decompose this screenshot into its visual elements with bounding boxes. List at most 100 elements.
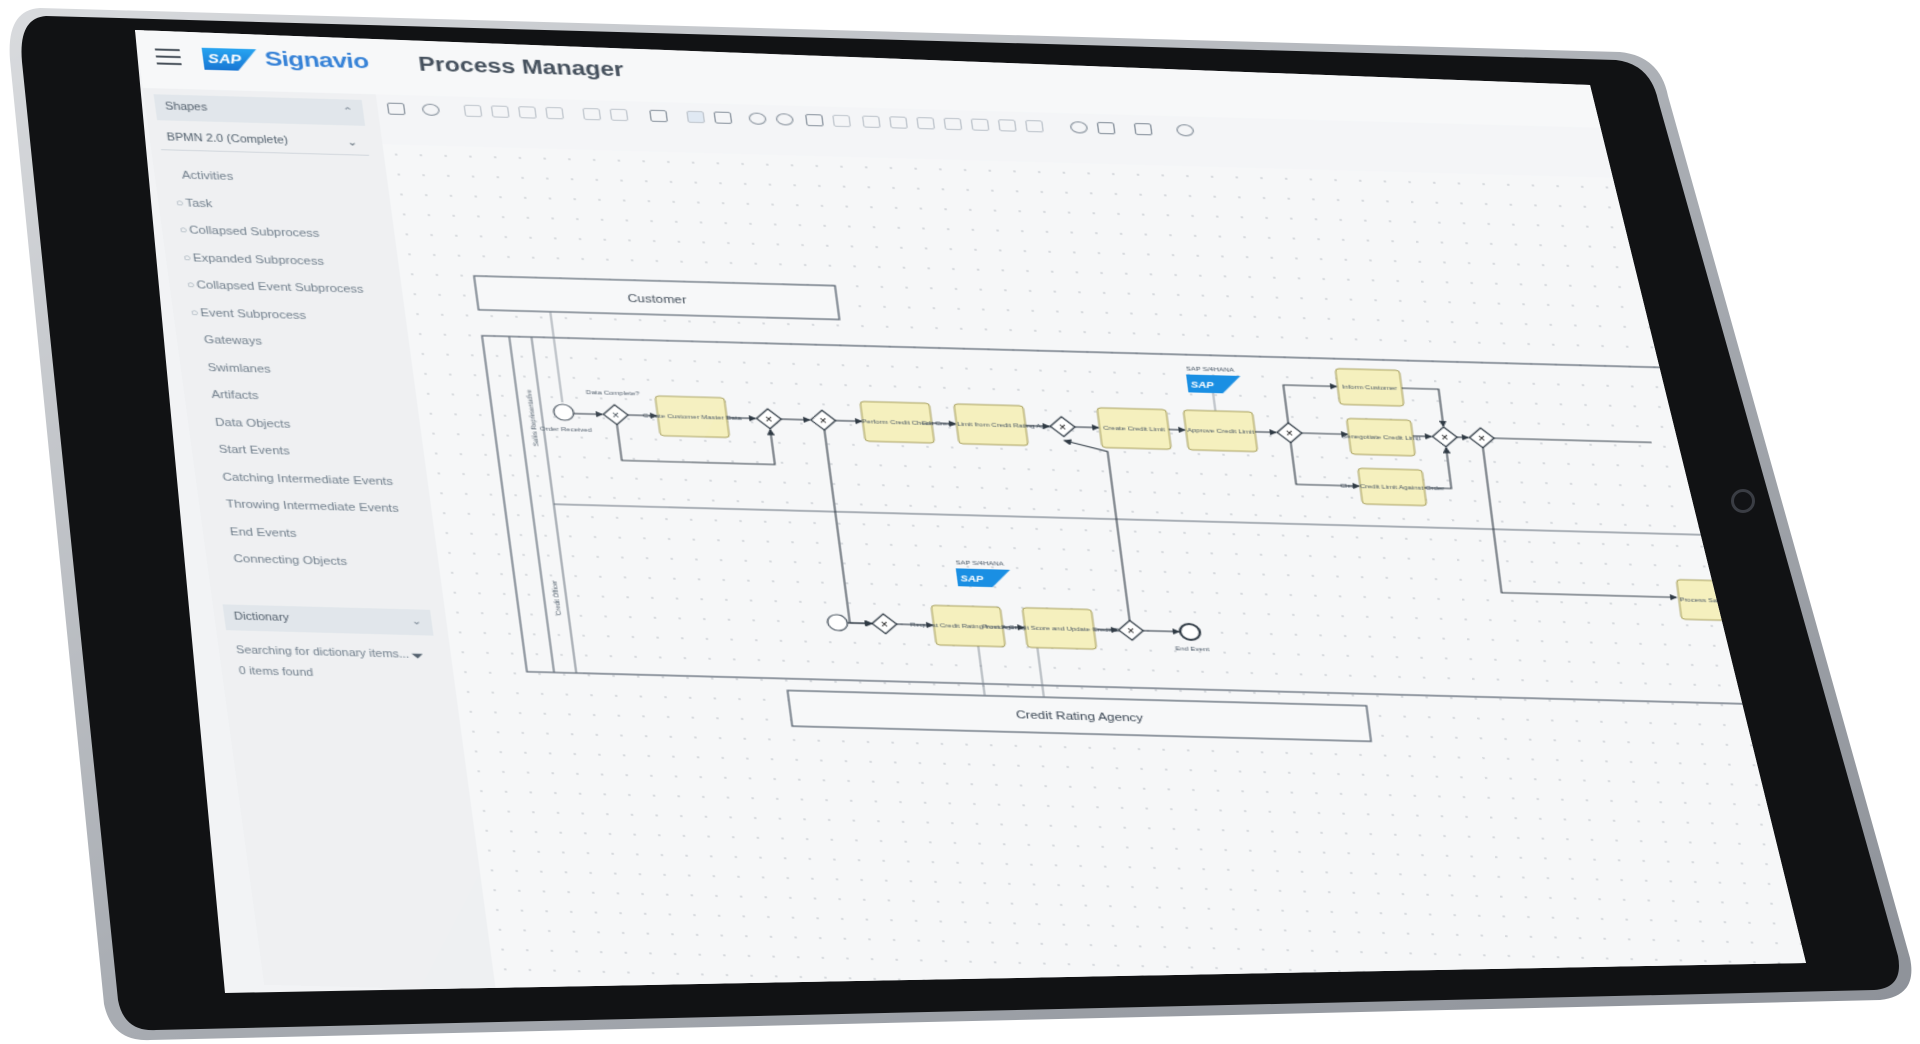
align-top-icon[interactable]: [943, 117, 963, 131]
fit-icon[interactable]: [804, 113, 824, 127]
shape-group-item[interactable]: Gateways: [203, 334, 263, 348]
copy-icon[interactable]: [490, 105, 510, 118]
align-left-icon[interactable]: [861, 115, 881, 128]
gateway-2[interactable]: ×: [755, 409, 782, 430]
export-icon[interactable]: [1133, 122, 1153, 136]
dictionary-search-input[interactable]: Searching for dictionary items... ⏷: [227, 640, 437, 667]
home-button[interactable]: [1731, 489, 1755, 513]
task-create-customer[interactable]: Create Customer Master Data: [640, 396, 744, 438]
svg-text:×: ×: [880, 620, 889, 631]
filter-icon[interactable]: ⏷: [410, 647, 425, 664]
chevron-down-icon: ⌄: [346, 137, 359, 149]
shape-group-item[interactable]: ○Collapsed Event Subprocess: [185, 279, 365, 296]
end-event-label: End Event: [1175, 646, 1210, 653]
svg-text:×: ×: [1058, 423, 1067, 434]
svg-text:Process Sales Order: Process Sales Order: [1679, 597, 1748, 605]
dictionary-search-text: Searching for dictionary items...: [235, 645, 410, 661]
sap-system-badge: SAP S/4HANA SAP: [1186, 366, 1243, 394]
svg-text:Approve Credit Limit: Approve Credit Limit: [1187, 428, 1255, 436]
task-get-credit-limit[interactable]: Get Credit Limit from Credit Rating Agen…: [919, 403, 1064, 447]
diagram-canvas[interactable]: Customer Sales Representative Credit Off…: [382, 144, 1920, 1035]
sequence-flows-bottom: [823, 434, 1179, 632]
lock-icon[interactable]: [421, 103, 441, 116]
shapes-panel-header[interactable]: Shapes ⌃: [153, 94, 366, 126]
start-event-2[interactable]: [827, 614, 849, 630]
delete-icon[interactable]: [545, 106, 565, 120]
pool-customer-label: Customer: [627, 292, 687, 306]
undo-icon[interactable]: [582, 107, 602, 121]
svg-text:SAP S/4HANA: SAP S/4HANA: [1186, 366, 1236, 373]
dictionary-panel-header[interactable]: Dictionary ⌄: [222, 604, 434, 636]
svg-text:SAP S/4HANA: SAP S/4HANA: [955, 560, 1005, 567]
menu-icon[interactable]: [154, 48, 182, 66]
comment-icon[interactable]: [1096, 121, 1116, 135]
gateway-5[interactable]: ×: [1468, 428, 1495, 449]
task-provide-credit-score[interactable]: Provide Credit Score and Update Credit E…: [979, 607, 1139, 651]
gateway-join[interactable]: ×: [1431, 427, 1458, 448]
lane-2-label: Credit Officer: [551, 580, 563, 616]
format-icon[interactable]: [649, 109, 669, 123]
save-icon[interactable]: [386, 102, 406, 116]
task-renegotiate[interactable]: Renegotiate Credit Limit: [1339, 418, 1423, 456]
gateway-split[interactable]: ×: [1276, 422, 1303, 443]
align-middle-icon[interactable]: [970, 118, 990, 131]
bpmn-diagram: Customer Sales Representative Credit Off…: [382, 144, 1920, 1035]
layout-icon[interactable]: [1069, 121, 1089, 134]
dictionary-count: 0 items found: [238, 666, 314, 679]
chevron-up-icon[interactable]: ⌃: [342, 106, 355, 118]
shape-group-item[interactable]: ○Collapsed Subprocess: [178, 224, 321, 240]
task-request-credit-rating[interactable]: Request Credit Rating from Agency: [908, 605, 1029, 648]
paste-icon[interactable]: [517, 106, 537, 119]
svg-text:×: ×: [819, 416, 828, 427]
svg-text:×: ×: [612, 411, 621, 422]
shape-group-item[interactable]: Start Events: [218, 443, 291, 458]
pool-credit-agency-label: Credit Rating Agency: [1015, 709, 1145, 725]
brand-name: Signavio: [263, 47, 370, 74]
sap-system-badge-2: SAP S/4HANA SAP: [955, 560, 1013, 588]
gateway-7[interactable]: ×: [871, 614, 898, 634]
zoom-out-icon[interactable]: [775, 113, 795, 126]
chevron-down-icon[interactable]: ⌄: [410, 616, 423, 628]
end-event[interactable]: [1179, 624, 1201, 640]
simulate-icon[interactable]: [1175, 124, 1195, 137]
distribute-icon[interactable]: [1025, 119, 1044, 133]
gateway-4[interactable]: ×: [1049, 416, 1076, 437]
cut-icon[interactable]: [463, 104, 483, 118]
sequence-flows-top: [567, 366, 1682, 645]
start-event[interactable]: [553, 404, 575, 420]
svg-text:Create Credit Limit: Create Credit Limit: [1103, 425, 1165, 433]
svg-text:Renegotiate Credit Limit: Renegotiate Credit Limit: [1341, 434, 1421, 442]
gateway-8[interactable]: ×: [1117, 620, 1144, 640]
zoom-in-icon[interactable]: [748, 112, 767, 125]
svg-text:×: ×: [765, 415, 774, 426]
shape-group-item[interactable]: Artifacts: [210, 388, 260, 403]
connector-icon[interactable]: [713, 111, 733, 124]
shape-group-item[interactable]: Activities: [181, 169, 234, 183]
task-perform-credit-check[interactable]: Perform Credit Check: [859, 401, 936, 443]
screen: SAP Signavio Process Manager ? ⚙ ▢ EN Sh…: [135, 30, 1920, 1036]
redo-icon[interactable]: [609, 108, 629, 122]
svg-text:Clear Credit Limit Against Ord: Clear Credit Limit Against Order: [1340, 483, 1446, 492]
shape-group-item[interactable]: Throwing Intermediate Events: [225, 498, 400, 515]
task-create-credit-limit[interactable]: Create Credit Limit: [1097, 408, 1171, 450]
grid-icon[interactable]: [832, 114, 852, 128]
pool-credit-agency[interactable]: [788, 690, 1372, 741]
align-center-icon[interactable]: [889, 116, 908, 129]
task-clear-credit-limit[interactable]: Clear Credit Limit Against Order: [1338, 468, 1447, 507]
align-bottom-icon[interactable]: [997, 119, 1017, 132]
svg-text:Request Credit Rating from Age: Request Credit Rating from Agency: [910, 622, 1027, 631]
svg-text:×: ×: [1441, 433, 1450, 444]
gateway-1[interactable]: ×: [602, 404, 629, 425]
select-icon[interactable]: [686, 110, 706, 124]
svg-text:Create Customer Master Data: Create Customer Master Data: [643, 413, 743, 422]
notation-select[interactable]: BPMN 2.0 (Complete) ⌄: [157, 126, 370, 156]
shape-group-item[interactable]: Connecting Objects: [232, 553, 348, 569]
task-inform-customer[interactable]: Inform Customer: [1335, 369, 1404, 407]
pool-customer[interactable]: [474, 276, 839, 320]
task-approve-credit-limit[interactable]: Approve Credit Limit: [1183, 410, 1257, 452]
align-right-icon[interactable]: [916, 117, 936, 130]
shapes-header-label: Shapes: [164, 101, 208, 114]
gateway-3[interactable]: ×: [810, 410, 837, 431]
svg-text:Provide Credit Score and Updat: Provide Credit Score and Update Credit E…: [982, 624, 1138, 634]
